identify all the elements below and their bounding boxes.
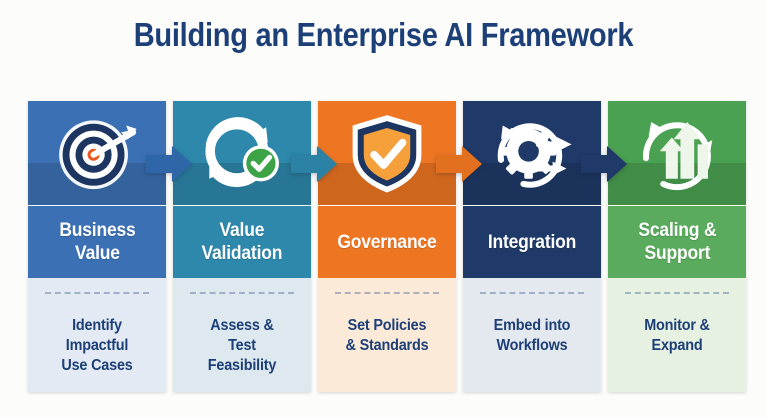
step-title-line2: Validation: [201, 243, 283, 264]
step-description: Identify Impactful Use Cases: [34, 316, 160, 376]
step-title-line2: Support: [644, 243, 710, 264]
step-desc-line3: Use Cases: [61, 357, 133, 374]
connector-arrow-3: [436, 146, 482, 182]
step-title: Value Validation: [173, 206, 311, 278]
divider-dashed: [334, 292, 440, 294]
divider-dashed: [189, 292, 295, 294]
step-icon-band: [173, 101, 311, 205]
step-body: Identify Impactful Use Cases: [28, 278, 166, 392]
connector-arrow-2: [291, 146, 337, 182]
step-icon-band: [608, 101, 746, 205]
divider-dashed: [44, 292, 150, 294]
connector-arrow-4: [581, 146, 627, 182]
step-body: Assess & Test Feasibility: [173, 278, 311, 392]
step-desc-line2: Test: [228, 337, 256, 354]
divider-dashed: [479, 292, 585, 294]
step-description: Set Policies & Standards: [324, 316, 450, 356]
step-description: Assess & Test Feasibility: [179, 316, 305, 376]
step-desc-line1: Monitor &: [644, 317, 710, 334]
connector-arrow-1: [146, 146, 192, 182]
step-desc-line1: Set Policies: [347, 317, 427, 334]
step-desc-line2: Expand: [651, 337, 703, 354]
divider-dashed: [624, 292, 730, 294]
step-description: Embed into Workflows: [469, 316, 595, 356]
step-title-line1: Value: [219, 220, 265, 241]
step-title: Integration: [463, 206, 601, 278]
step-icon-band: [318, 101, 456, 205]
page-title: Building an Enterprise AI Framework: [133, 16, 634, 53]
step-desc-line1: Embed into: [493, 317, 571, 334]
step-desc-line2: Impactful: [65, 337, 129, 354]
step-desc-line2: & Standards: [345, 337, 429, 354]
step-title: Scaling & Support: [608, 206, 746, 278]
gear-cycle-arrows-icon: [489, 110, 575, 196]
growth-arrows-cycle-icon: [634, 110, 720, 196]
step-title-line2: Value: [74, 243, 120, 264]
step-card-integration[interactable]: Integration Embed into Workflows: [463, 101, 601, 392]
shield-check-icon: [344, 110, 430, 196]
step-body: Monitor & Expand: [608, 278, 746, 392]
step-title: Governance: [318, 206, 456, 278]
step-desc-line3: Feasibility: [207, 357, 277, 374]
step-icon-band: [463, 101, 601, 205]
step-title-line1: Governance: [337, 231, 437, 253]
step-title-line1: Business: [58, 220, 136, 241]
step-title: Business Value: [28, 206, 166, 278]
step-desc-line2: Workflows: [496, 337, 568, 354]
step-card-value-validation[interactable]: Value Validation Assess & Test Feasibili…: [173, 101, 311, 392]
step-card-business-value[interactable]: Business Value Identify Impactful Use Ca…: [28, 101, 166, 392]
target-bullseye-arrow-icon: [54, 110, 140, 196]
step-icon-band: [28, 101, 166, 205]
step-body: Embed into Workflows: [463, 278, 601, 392]
step-desc-line1: Assess &: [210, 317, 274, 334]
step-title-line1: Scaling &: [638, 220, 716, 241]
step-card-scaling-support[interactable]: Scaling & Support Monitor & Expand: [608, 101, 746, 392]
step-card-governance[interactable]: Governance Set Policies & Standards: [318, 101, 456, 392]
cycle-check-icon: [199, 110, 285, 196]
step-description: Monitor & Expand: [614, 316, 740, 356]
step-desc-line1: Identify: [72, 317, 122, 334]
step-title-line1: Integration: [487, 231, 577, 253]
step-body: Set Policies & Standards: [318, 278, 456, 392]
